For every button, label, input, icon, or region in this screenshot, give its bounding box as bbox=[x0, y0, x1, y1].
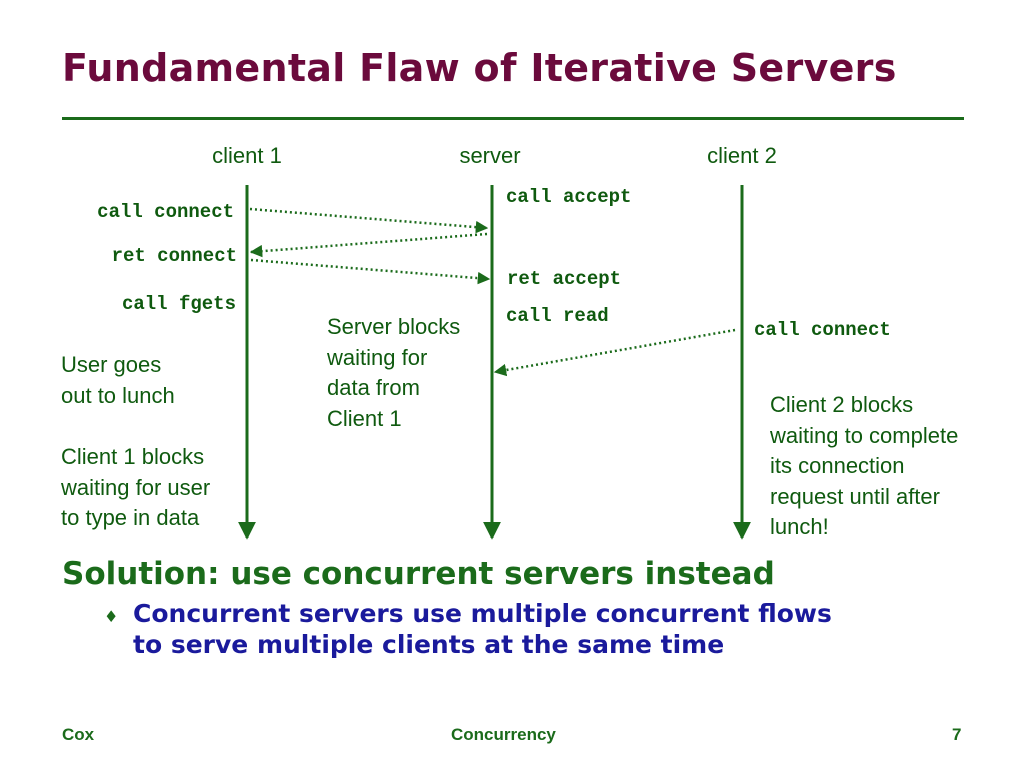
participant-client1-label: client 1 bbox=[212, 143, 282, 168]
client1-blocks-note: Client 1 blocks waiting for user to type… bbox=[61, 444, 211, 530]
message-client2-connect bbox=[493, 328, 736, 377]
footer-page-number: 7 bbox=[952, 725, 962, 744]
message-accept-return bbox=[250, 258, 491, 285]
solution-heading: Solution: use concurrent servers instead bbox=[62, 556, 775, 592]
user-lunch-note: User goes out to lunch bbox=[61, 352, 175, 408]
footer-author: Cox bbox=[62, 725, 95, 744]
server-call-read: call read bbox=[506, 305, 609, 327]
solution-bullet: Concurrent servers use multiple concurre… bbox=[133, 599, 832, 659]
client1-ret-connect: ret connect bbox=[112, 245, 237, 267]
message-connect-reply bbox=[249, 232, 488, 258]
server-call-accept: call accept bbox=[506, 186, 631, 208]
participant-client2-label: client 2 bbox=[707, 143, 777, 168]
server-ret-accept: ret accept bbox=[507, 268, 621, 290]
message-connect-request bbox=[249, 207, 489, 234]
slide-title: Fundamental Flaw of Iterative Servers bbox=[62, 46, 897, 90]
footer-topic: Concurrency bbox=[451, 725, 556, 744]
server-blocks-note: Server blocks waiting for data from Clie… bbox=[327, 314, 461, 431]
title-divider bbox=[62, 117, 964, 120]
client2-call-connect: call connect bbox=[754, 319, 891, 341]
client1-call-connect: call connect bbox=[97, 201, 234, 223]
client2-blocks-note: Client 2 blocks waiting to complete its … bbox=[770, 392, 959, 539]
client1-call-fgets: call fgets bbox=[122, 293, 236, 315]
participant-server-label: server bbox=[459, 143, 520, 168]
diamond-bullet-icon: ♦ bbox=[104, 607, 119, 626]
